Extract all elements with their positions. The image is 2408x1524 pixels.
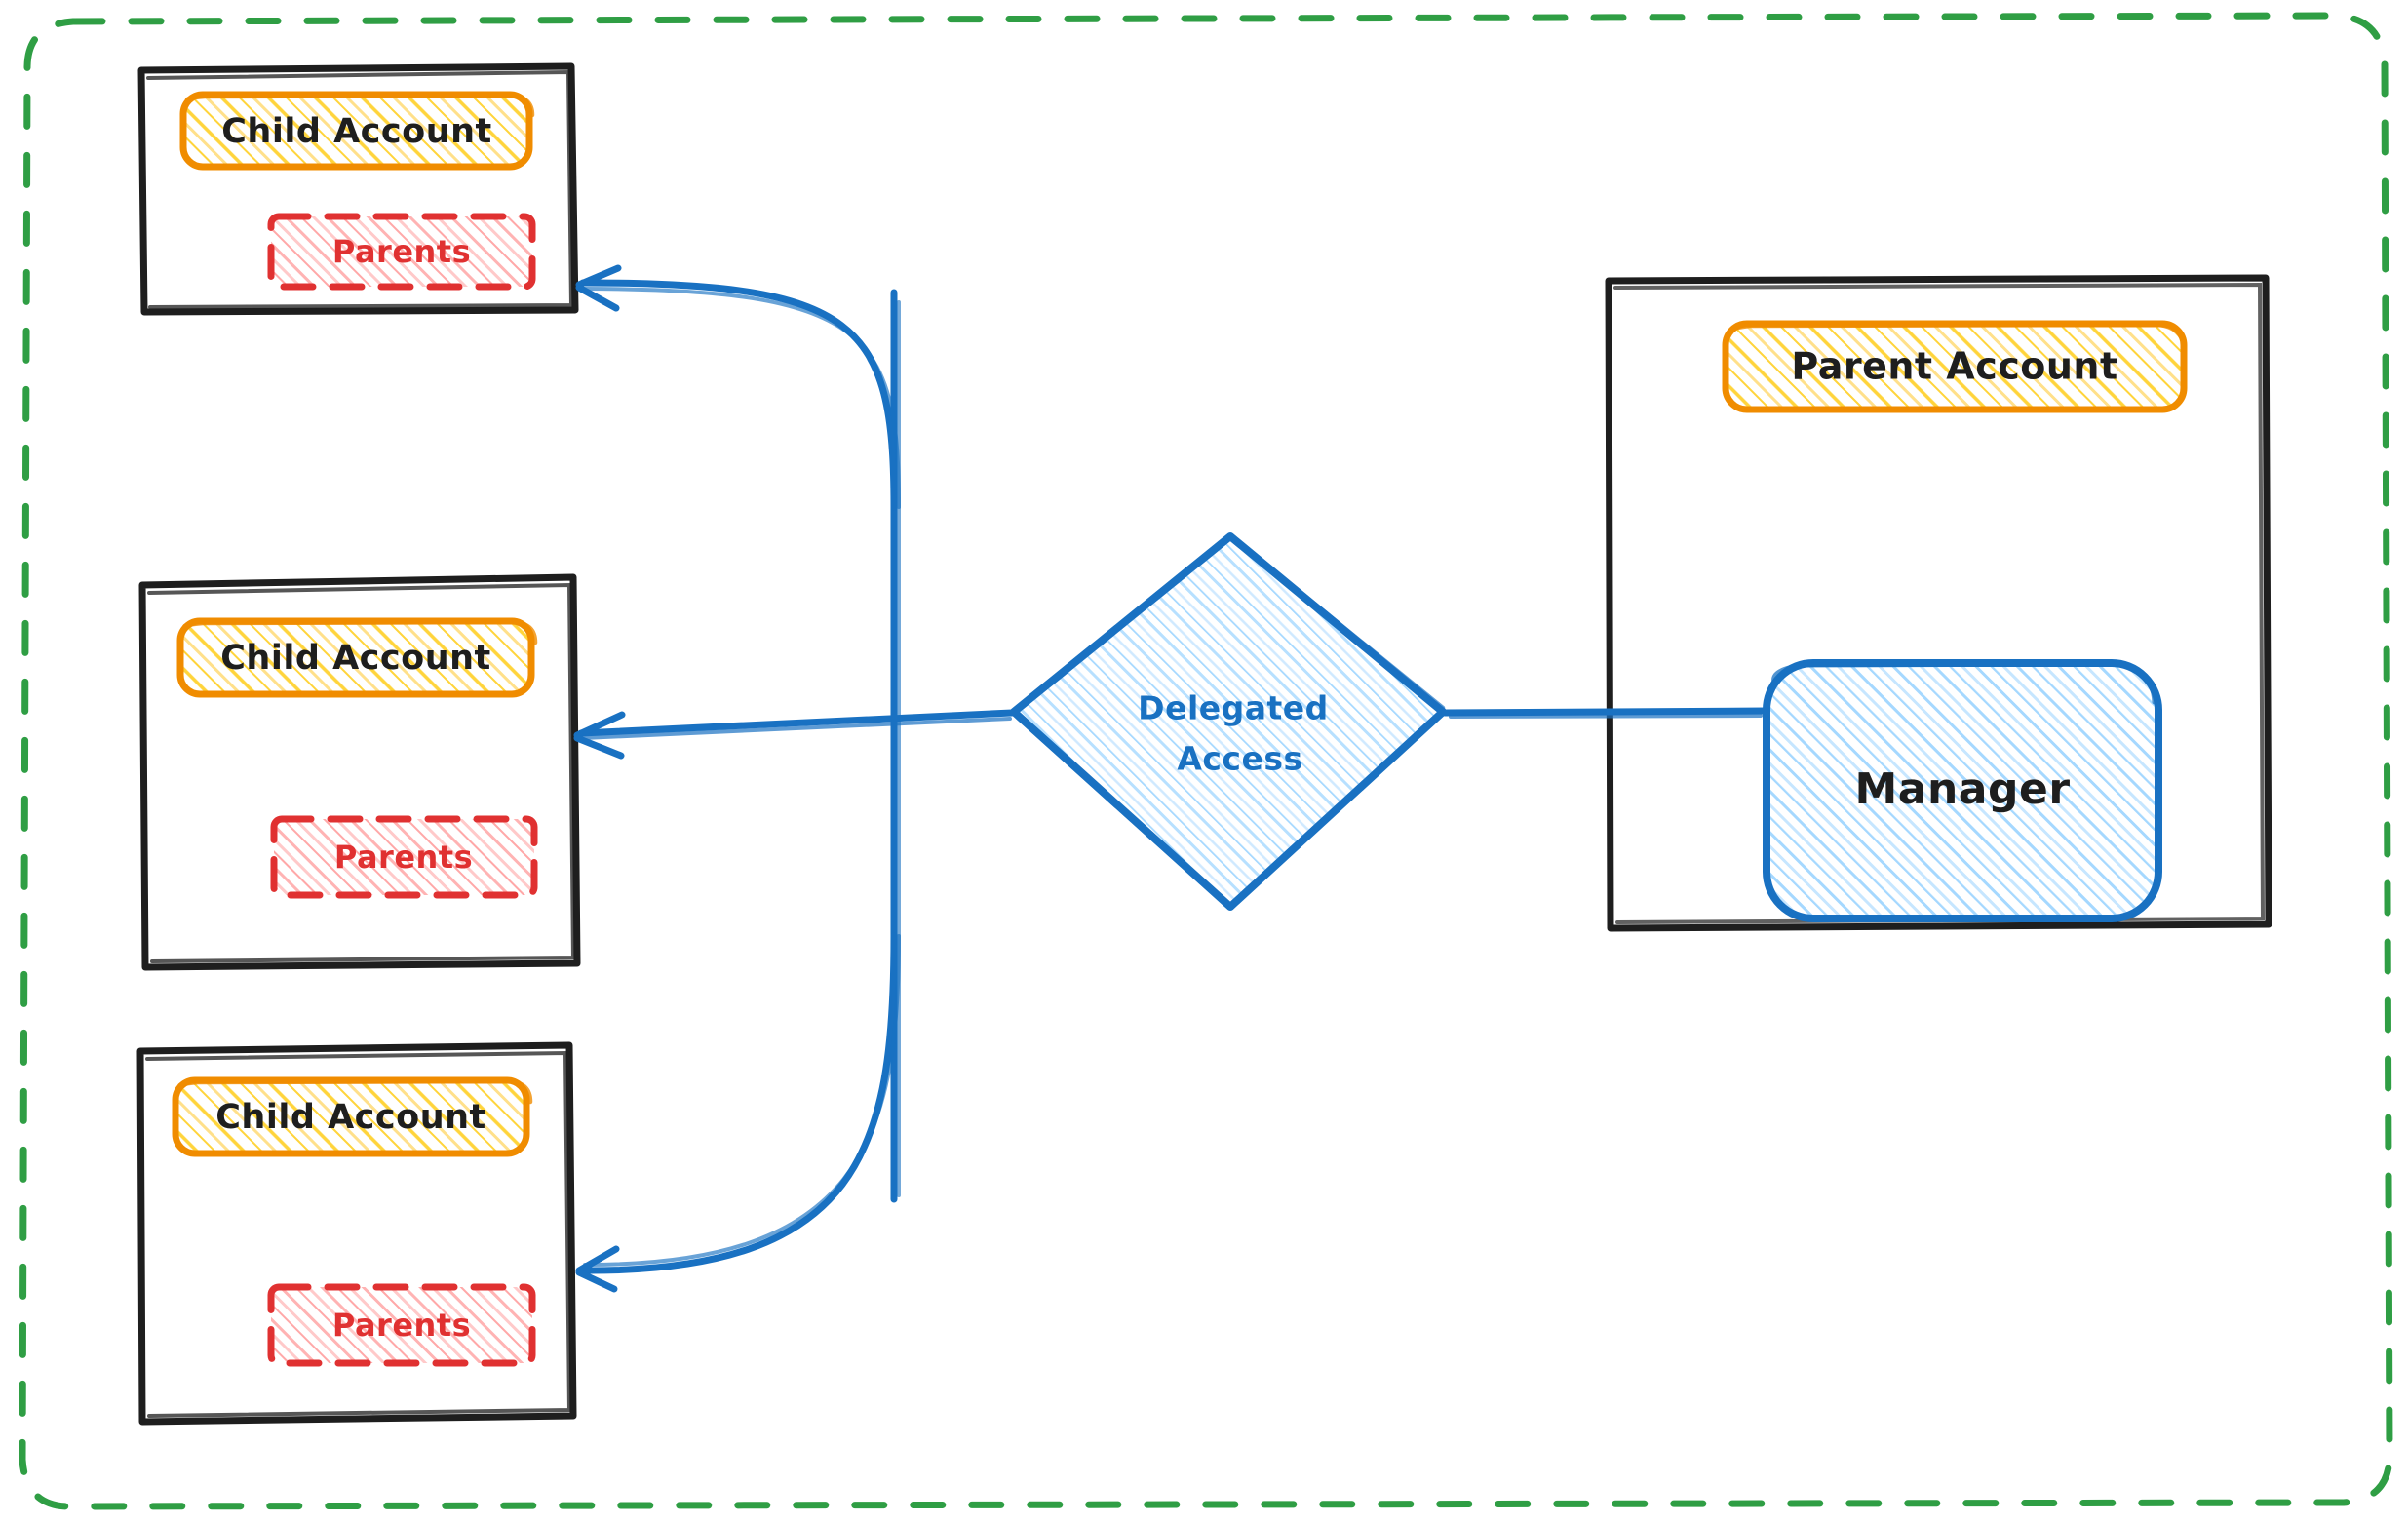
- child-account-label-2: Child Account: [220, 639, 491, 678]
- connector-delegated-to-child-2: [573, 709, 1016, 760]
- delegated-access-line2: Access: [1177, 740, 1302, 778]
- parents-label-1: Parents: [332, 233, 471, 270]
- connectors: [573, 264, 1770, 1293]
- parents-label-3: Parents: [332, 1307, 471, 1344]
- parents-node-1[interactable]: Parents: [267, 213, 536, 291]
- connector-delegated-to-child-3: [575, 932, 901, 1293]
- child-account-node-1[interactable]: Child Account: [179, 91, 535, 171]
- parents-node-3[interactable]: Parents: [267, 1283, 536, 1367]
- manager-label: Manager: [1854, 764, 2070, 814]
- child-account-container-3[interactable]: Child Account Parents: [136, 1041, 577, 1426]
- connector-delegated-to-child-1: [575, 264, 901, 511]
- manager-node[interactable]: Manager: [1763, 659, 2162, 922]
- delegated-access-line1: Delegated: [1138, 689, 1329, 727]
- connector-manager-to-delegated: [1441, 707, 1770, 719]
- parents-node-2[interactable]: Parents: [270, 815, 538, 899]
- organization-boundary: [19, 12, 2393, 1510]
- parent-account-container[interactable]: Parent Account Manager: [1605, 274, 2272, 932]
- delegated-access-node[interactable]: Delegated Access: [994, 517, 1472, 936]
- child-account-label-1: Child Account: [221, 112, 492, 151]
- child-account-node-3[interactable]: Child Account: [172, 1076, 533, 1157]
- child-account-label-3: Child Account: [215, 1098, 486, 1137]
- child-account-node-2[interactable]: Child Account: [176, 617, 538, 698]
- parent-account-label: Parent Account: [1791, 345, 2117, 388]
- child-account-container-2[interactable]: Child Account Parents: [138, 573, 581, 971]
- parents-label-2: Parents: [334, 839, 473, 876]
- child-account-container-1[interactable]: Child Account Parents: [137, 62, 579, 316]
- parent-account-node[interactable]: Parent Account: [1722, 320, 2188, 413]
